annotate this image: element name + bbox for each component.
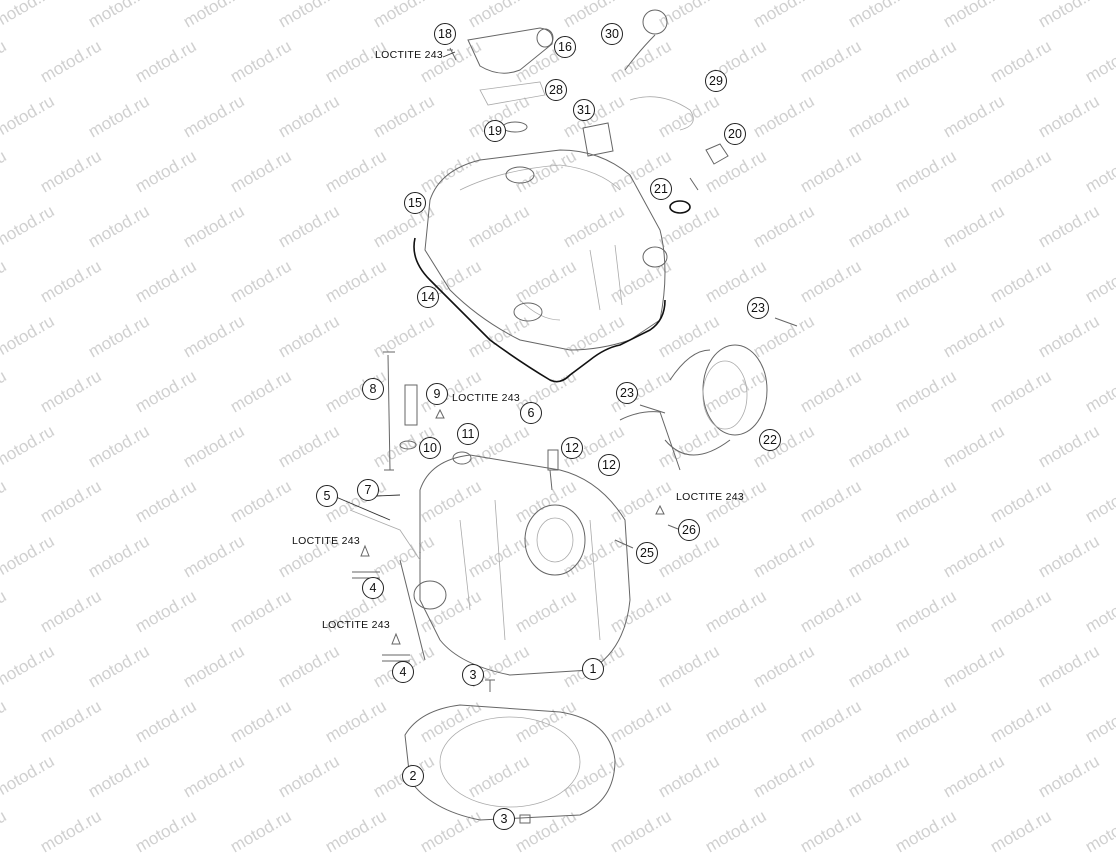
callout-part-5: 5 <box>316 485 338 507</box>
callout-part-3: 3 <box>493 808 515 830</box>
callout-part-30: 30 <box>601 23 623 45</box>
callout-part-22: 22 <box>759 429 781 451</box>
callout-part-31: 31 <box>573 99 595 121</box>
callout-part-11: 11 <box>457 423 479 445</box>
bolt-25 <box>614 539 634 549</box>
intake-boot <box>619 317 798 471</box>
bolt-26 <box>667 524 679 530</box>
dowel-top <box>485 679 495 692</box>
valve-cover <box>424 149 668 351</box>
callout-part-9: 9 <box>426 383 448 405</box>
callout-part-8: 8 <box>362 378 384 400</box>
callout-part-16: 16 <box>554 36 576 58</box>
callout-part-26: 26 <box>678 519 700 541</box>
cylinder-head-drawing <box>335 9 798 824</box>
callout-part-12: 12 <box>598 454 620 476</box>
loctite-label: LOCTITE 243 <box>292 535 361 547</box>
callout-part-21: 21 <box>650 178 672 200</box>
head-gasket <box>404 704 616 821</box>
cover-gasket <box>413 237 666 383</box>
callout-part-10: 10 <box>419 437 441 459</box>
callout-part-25: 25 <box>636 542 658 564</box>
leader-lines <box>335 51 456 521</box>
callout-part-6: 6 <box>520 402 542 424</box>
callout-part-19: 19 <box>484 120 506 142</box>
callout-part-1: 1 <box>582 658 604 680</box>
callout-part-15: 15 <box>404 192 426 214</box>
callout-part-23: 23 <box>747 297 769 319</box>
oil-cap-assembly <box>447 27 554 133</box>
callout-part-4: 4 <box>362 577 384 599</box>
loctite-label: LOCTITE 243 <box>322 619 391 631</box>
callout-part-12: 12 <box>561 437 583 459</box>
callout-part-23: 23 <box>616 382 638 404</box>
breather-parts <box>582 9 729 214</box>
bolts-sensors <box>383 351 559 491</box>
callout-part-3: 3 <box>462 664 484 686</box>
loctite-label: LOCTITE 243 <box>375 49 444 61</box>
loctite-drops <box>360 408 665 645</box>
cylinder-head <box>349 454 631 676</box>
loctite-label: LOCTITE 243 <box>676 491 745 503</box>
callout-part-2: 2 <box>402 765 424 787</box>
dowel-bottom <box>519 814 531 824</box>
callout-part-4: 4 <box>392 661 414 683</box>
callout-part-7: 7 <box>357 479 379 501</box>
callout-part-28: 28 <box>545 79 567 101</box>
callout-part-29: 29 <box>705 70 727 92</box>
callout-part-20: 20 <box>724 123 746 145</box>
callout-part-14: 14 <box>417 286 439 308</box>
loctite-label: LOCTITE 243 <box>452 392 521 404</box>
callout-part-18: 18 <box>434 23 456 45</box>
